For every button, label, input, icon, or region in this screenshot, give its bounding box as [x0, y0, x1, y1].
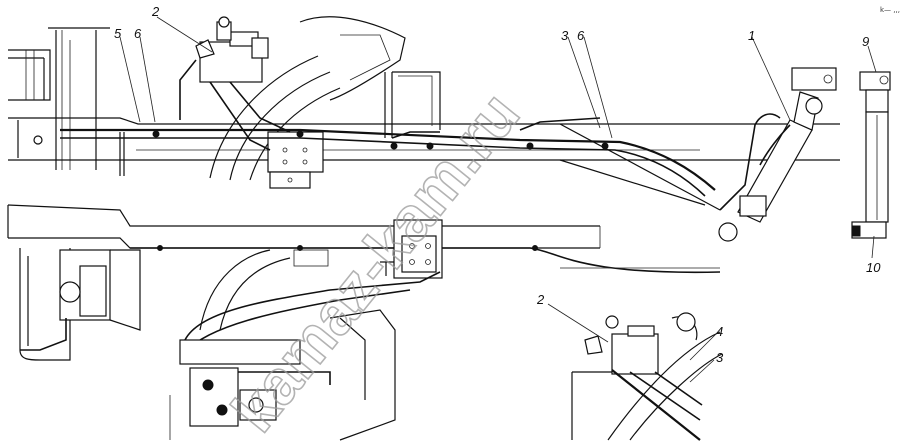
frame-lower: [7, 204, 721, 274]
callout-labels: 1 2 3 5 6 6 9 10 2 3 4: [114, 4, 881, 365]
tilt-cylinder: [718, 67, 837, 242]
callout-6-left: 6: [134, 26, 142, 41]
pump-reservoir-top: [179, 16, 291, 151]
side-cylinder: [851, 71, 891, 239]
callout-10: 10: [866, 260, 881, 275]
callout-6-right: 6: [577, 28, 585, 43]
callout-4: 4: [716, 324, 723, 339]
inset-pump: [571, 312, 723, 441]
fuel-tank-left: [19, 248, 141, 361]
callout-3-bottom: 3: [716, 350, 724, 365]
watermark: kamaz-kam.ru: [219, 80, 533, 445]
callout-2-top: 2: [151, 4, 160, 19]
callout-3-top: 3: [561, 28, 569, 43]
callout-5: 5: [114, 26, 122, 41]
callout-1: 1: [748, 28, 755, 43]
corner-mark: k— ,,,: [880, 6, 900, 14]
leader-lines: [119, 16, 877, 383]
frame-top: [8, 27, 840, 211]
pipeline-top: [60, 117, 716, 197]
valve-block-lower: [169, 249, 441, 441]
callout-2-bottom: 2: [536, 292, 545, 307]
callout-9: 9: [862, 34, 869, 49]
mount-plate: [293, 219, 443, 279]
